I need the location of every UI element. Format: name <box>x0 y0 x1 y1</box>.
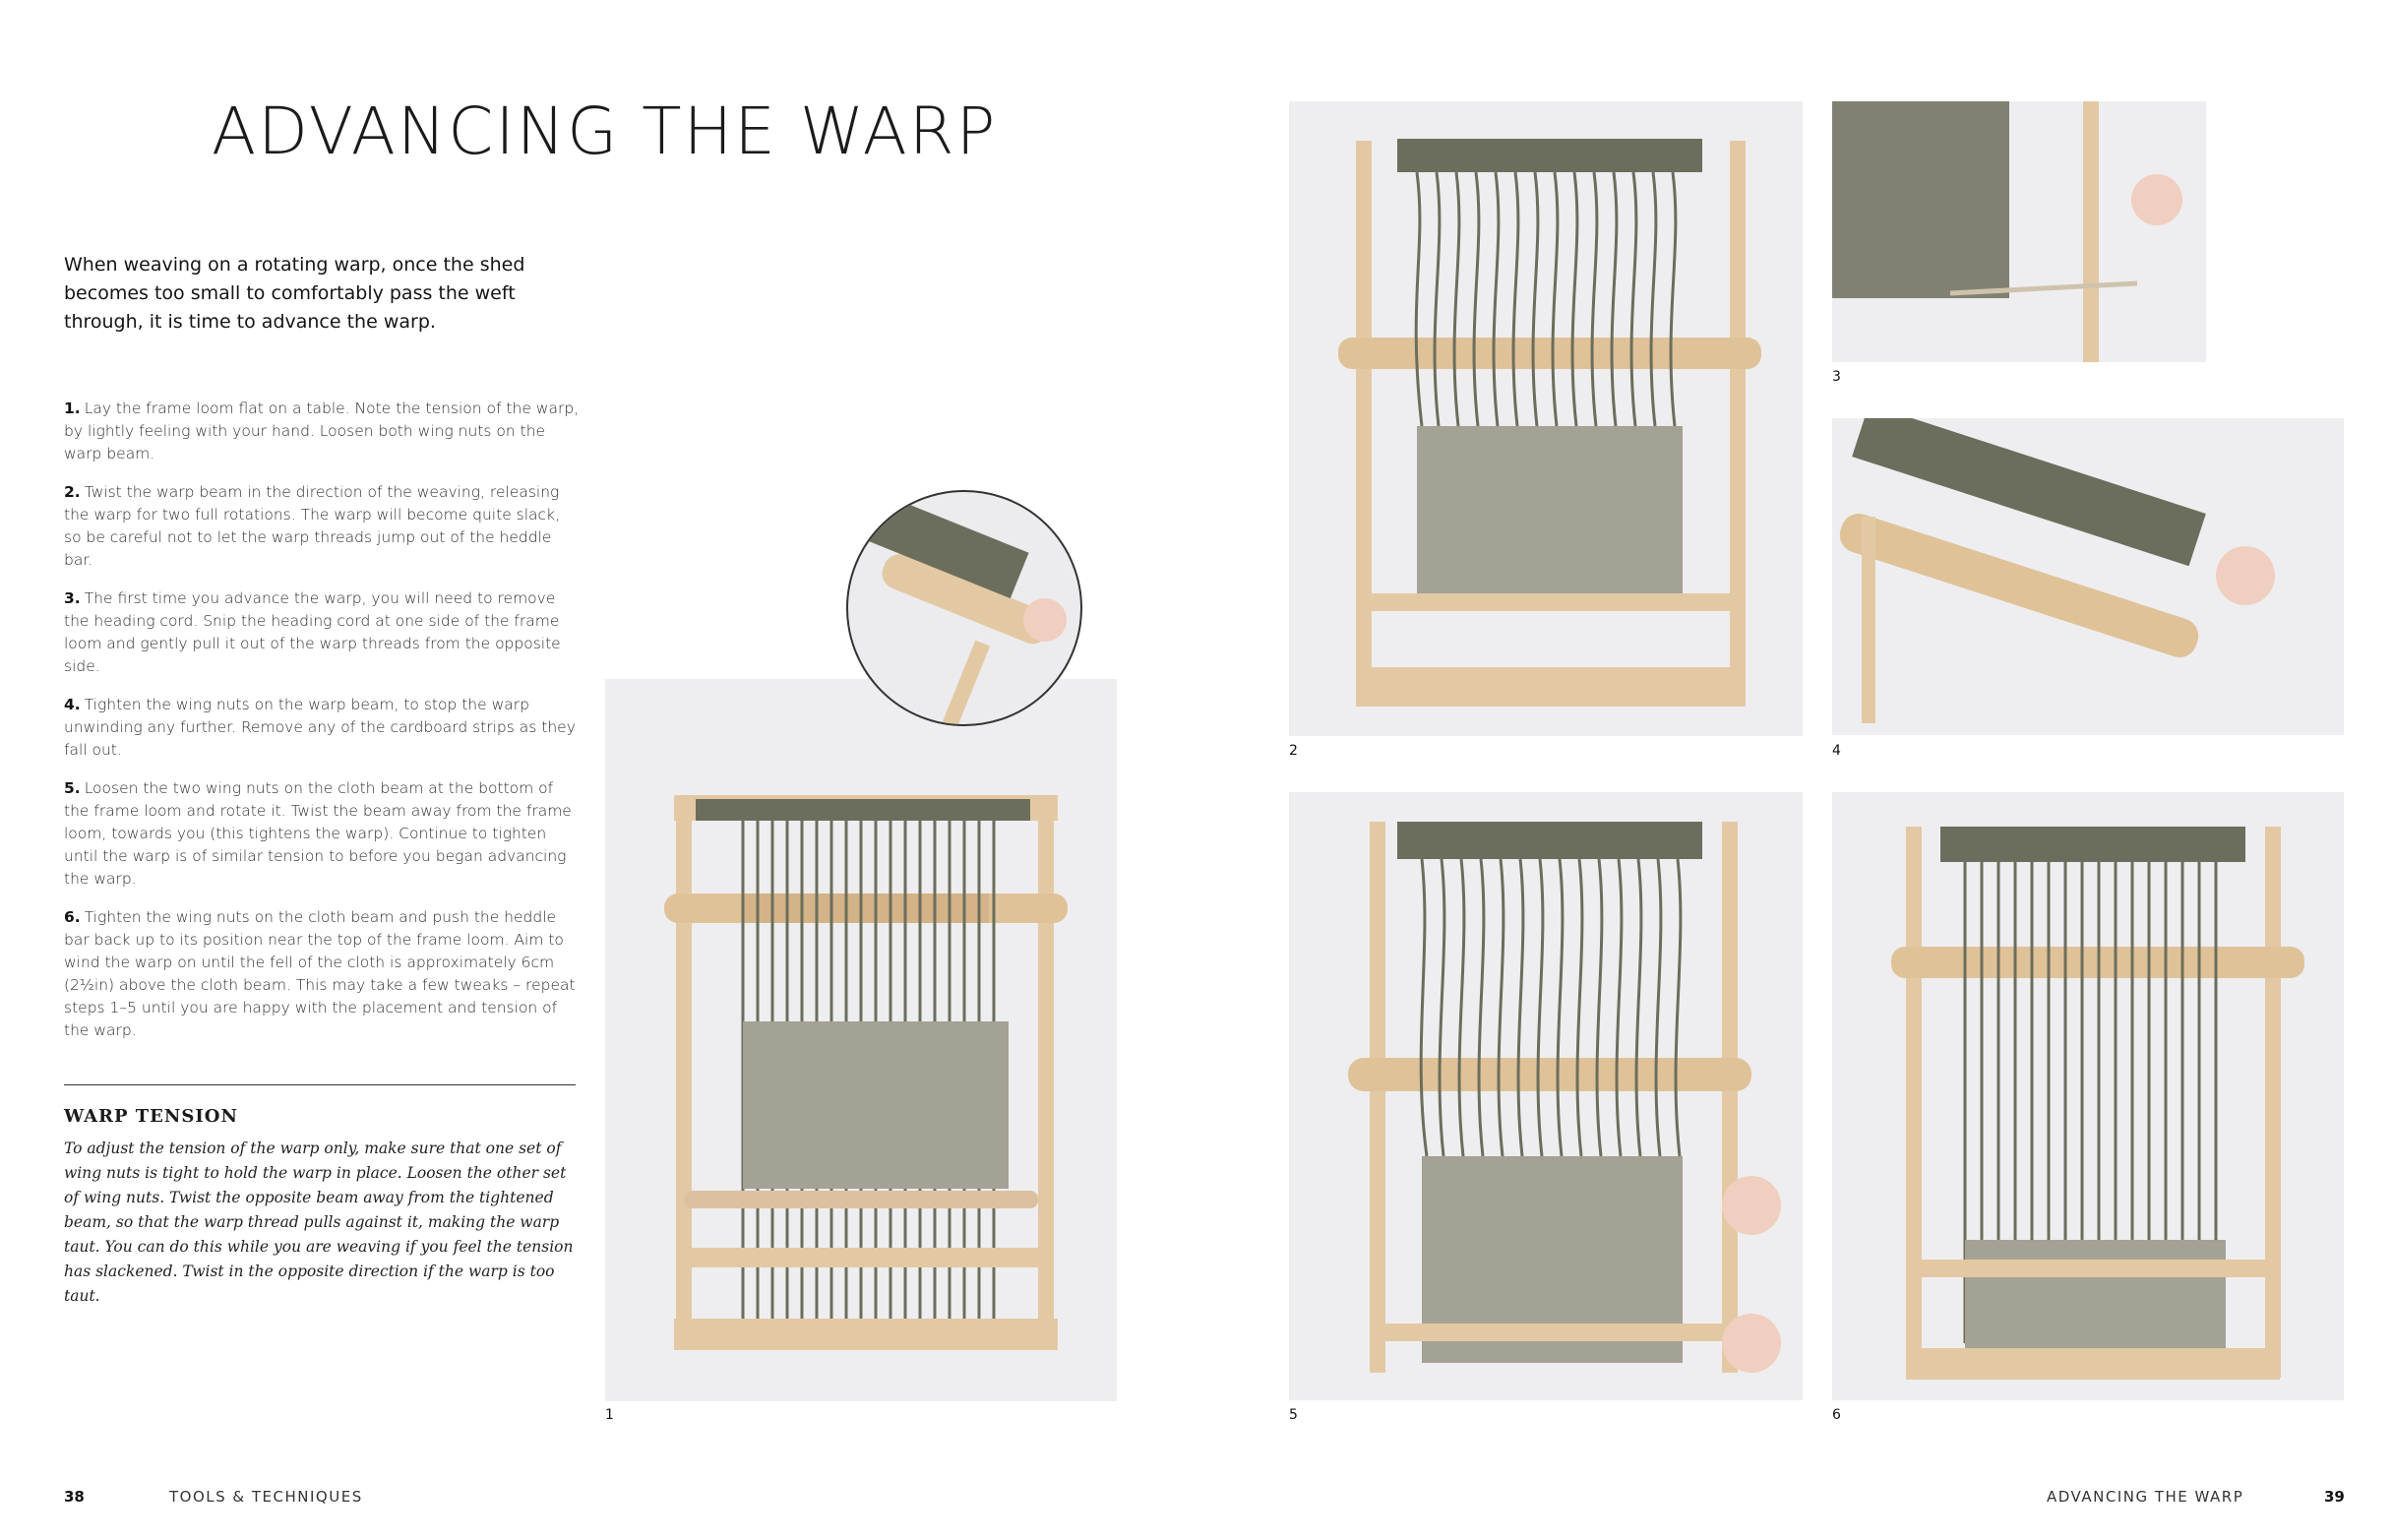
step-5: 5.Loosen the two wing nuts on the cloth … <box>64 777 581 891</box>
footer-left: TOOLS & TECHNIQUES <box>169 1488 363 1506</box>
loom-illustration <box>1348 822 1781 1373</box>
page-title: ADVANCING THE WARP <box>212 93 998 169</box>
photo-3-snip-cord <box>1832 101 2206 362</box>
step-text: Loosen the two wing nuts on the cloth be… <box>64 779 572 888</box>
loom-illustration <box>664 795 1068 1350</box>
caption-5: 5 <box>1289 1407 1298 1423</box>
step-4: 4.Tighten the wing nuts on the warp beam… <box>64 694 581 762</box>
step-number: 6. <box>64 908 81 926</box>
section-divider <box>64 1084 576 1085</box>
step-1: 1.Lay the frame loom flat on a table. No… <box>64 398 581 465</box>
caption-2: 2 <box>1289 743 1298 759</box>
step-3: 3.The first time you advance the warp, y… <box>64 587 581 678</box>
warp-tension-text: To adjust the tension of the warp only, … <box>64 1140 574 1305</box>
photo-4-wing-nut <box>1832 418 2344 735</box>
step-text: Tighten the wing nuts on the cloth beam … <box>64 908 576 1039</box>
step-number: 4. <box>64 696 81 713</box>
page-number-left: 38 <box>64 1488 85 1506</box>
caption-1: 1 <box>605 1407 614 1423</box>
step-2: 2.Twist the warp beam in the direction o… <box>64 481 581 572</box>
step-number: 3. <box>64 589 81 607</box>
photo-inset-circle <box>846 490 1082 726</box>
step-6: 6.Tighten the wing nuts on the cloth bea… <box>64 906 581 1042</box>
step-text: Twist the warp beam in the direction of … <box>64 483 560 569</box>
photo-6-loom <box>1832 792 2344 1400</box>
caption-4: 4 <box>1832 743 1841 759</box>
step-number: 2. <box>64 483 81 501</box>
photo-2-loom <box>1289 101 1803 736</box>
loom-illustration <box>1891 827 2304 1380</box>
wing-nut-detail <box>1839 418 2275 723</box>
caption-3: 3 <box>1832 369 1841 385</box>
warp-tension-heading: WARP TENSION <box>64 1106 238 1127</box>
photo-1-loom <box>605 679 1117 1401</box>
step-text: The first time you advance the warp, you… <box>64 589 561 675</box>
footer-right: ADVANCING THE WARP <box>2047 1488 2244 1506</box>
snipping-detail <box>1832 101 2182 362</box>
step-text: Lay the frame loom flat on a table. Note… <box>64 400 580 462</box>
inset-loom-detail <box>864 493 1067 724</box>
steps-list: 1.Lay the frame loom flat on a table. No… <box>64 398 581 1058</box>
loom-illustration <box>1338 139 1761 707</box>
step-number: 5. <box>64 779 81 797</box>
page-number-right: 39 <box>2324 1488 2345 1506</box>
photo-5-loom <box>1289 792 1803 1400</box>
step-text: Tighten the wing nuts on the warp beam, … <box>64 696 576 759</box>
step-number: 1. <box>64 400 81 417</box>
caption-6: 6 <box>1832 1407 1841 1423</box>
intro-paragraph: When weaving on a rotating warp, once th… <box>64 254 525 333</box>
